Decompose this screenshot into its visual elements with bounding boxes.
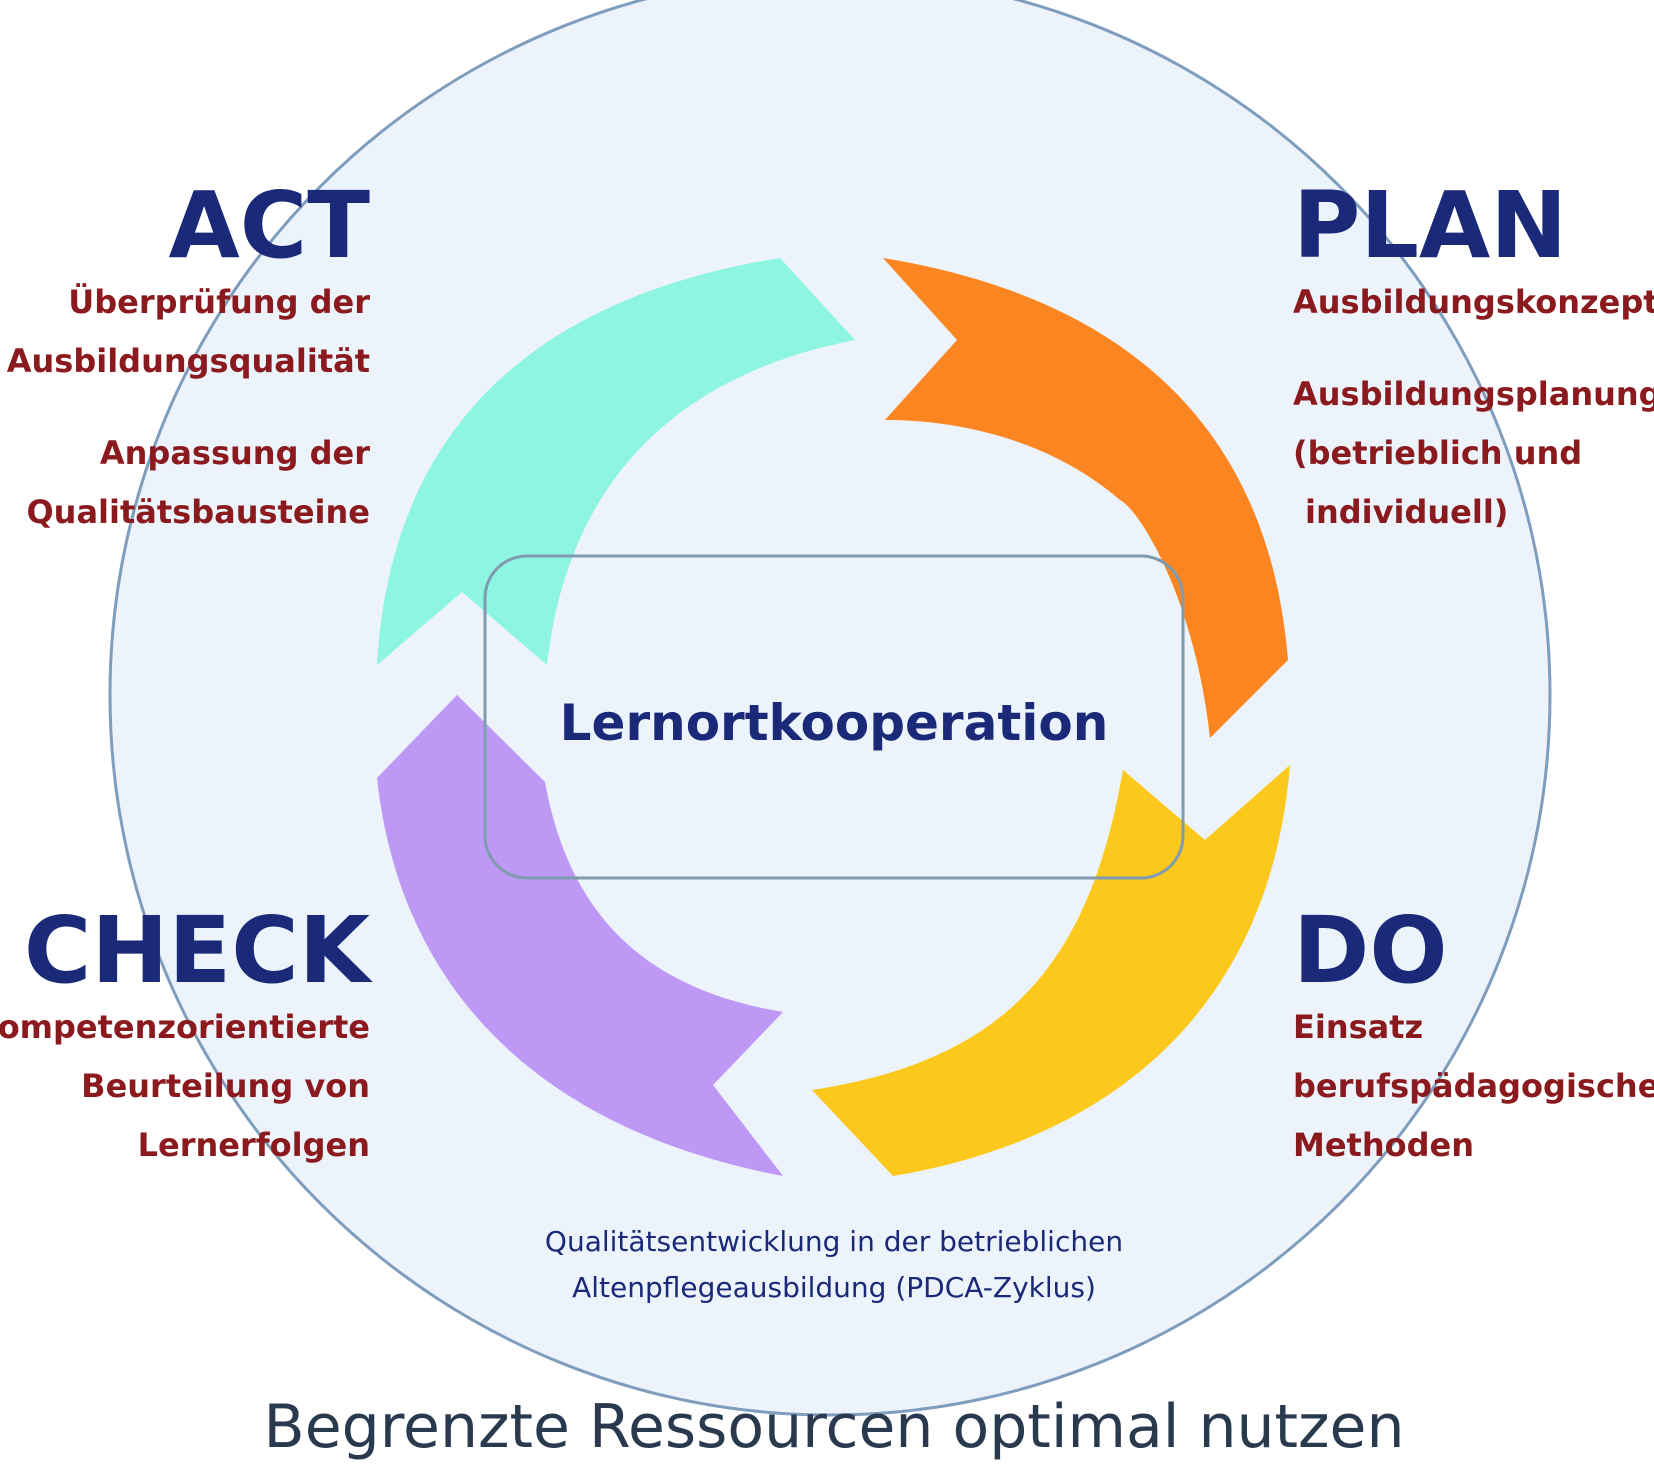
check-line-1: Kompetenzorientierte [0,1008,370,1046]
background-circle [110,0,1550,1415]
do-line-3: Methoden [1293,1126,1474,1164]
center-label: Lernortkooperation [560,694,1109,752]
center-box [483,554,1185,880]
act-line-1: Überprüfung der [68,283,370,321]
plan-line-1: Ausbildungskonzept [1293,283,1654,321]
background-circle-outline [108,0,1552,1417]
caption-line-2: Altenpflegeausbildung (PDCA-Zyklus) [572,1271,1096,1304]
plan-title: PLAN [1293,172,1567,279]
act-line-4: Qualitätsbausteine [26,493,370,531]
act-line-3: Anpassung der [100,434,370,472]
act-arrow [377,258,855,665]
footer-slogan: Begrenzte Ressourcen optimal nutzen [264,1392,1405,1462]
plan-line-3: (betrieblich und [1293,434,1582,472]
plan-arrow [883,258,1288,738]
check-title: CHECK [24,897,374,1004]
check-arrow [377,695,783,1176]
act-line-2: Ausbildungsqualität [7,342,370,380]
act-title: ACT [169,172,371,279]
do-line-2: berufspädagogischer [1293,1067,1654,1105]
do-line-1: Einsatz [1293,1008,1423,1046]
check-line-3: Lernerfolgen [138,1126,370,1164]
check-line-2: Beurteilung von [81,1067,370,1105]
caption-line-1: Qualitätsentwicklung in der betriebliche… [545,1225,1123,1258]
plan-line-2: Ausbildungsplanung [1293,375,1654,413]
do-title: DO [1293,897,1448,1004]
plan-line-4: individuell) [1305,493,1508,531]
